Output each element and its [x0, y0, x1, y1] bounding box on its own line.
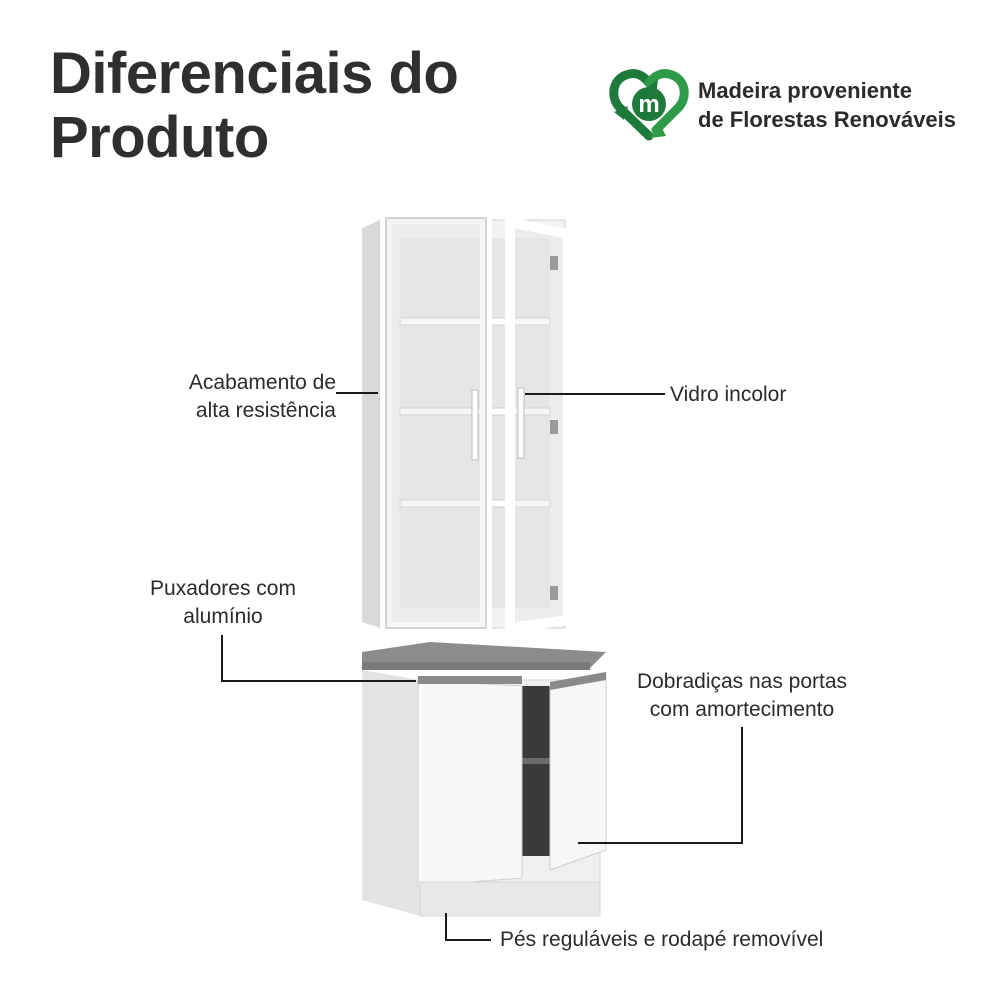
finish-leader-line [336, 392, 378, 394]
handles-label-line-1: Puxadores com [150, 577, 296, 600]
handles-label: Puxadores com alumínio [140, 575, 306, 631]
badge-line-2: de Florestas Renováveis [698, 107, 957, 132]
handles-leader-horizontal [221, 680, 416, 682]
upper-glass-cabinet [362, 212, 573, 634]
renewable-wood-badge: m Madeira proveniente de Florestas Renov… [608, 66, 988, 142]
hinges-label-line-1: Dobradiças nas portas [636, 670, 848, 693]
hinges-label-line-2: com amortecimento [649, 698, 835, 721]
glass-label-text: Vidro incolor [670, 383, 787, 406]
finish-label-line-1: Acabamento de [188, 371, 336, 394]
badge-text: Madeira proveniente de Florestas Renováv… [698, 76, 956, 134]
cabinet-illustration [362, 212, 607, 917]
feet-label: Pés reguláveis e rodapé removível [500, 926, 823, 954]
lower-cabinet [362, 642, 607, 917]
hinges-leader-horizontal [578, 842, 743, 844]
finish-label: Acabamento de alta resistência [170, 369, 336, 425]
glass-label: Vidro incolor [670, 381, 786, 409]
glass-leader-line [525, 393, 665, 395]
title-line-1: Diferenciais do [50, 41, 459, 106]
badge-line-1: Madeira proveniente [698, 78, 912, 103]
badge-icon-letter: m [638, 91, 659, 118]
feet-leader-horizontal [445, 939, 491, 941]
page-title: Diferenciais do Produto [50, 41, 459, 170]
handles-label-line-2: alumínio [183, 605, 263, 628]
hinges-label: Dobradiças nas portas com amortecimento [622, 668, 862, 724]
feet-label-text: Pés reguláveis e rodapé removível [500, 928, 824, 951]
handles-leader-vertical [221, 635, 223, 682]
finish-label-line-2: alta resistência [195, 399, 336, 422]
title-line-2: Produto [50, 105, 269, 170]
hinges-leader-vertical [741, 727, 743, 844]
feet-leader-vertical [445, 913, 447, 941]
recycle-heart-icon: m [609, 69, 689, 141]
